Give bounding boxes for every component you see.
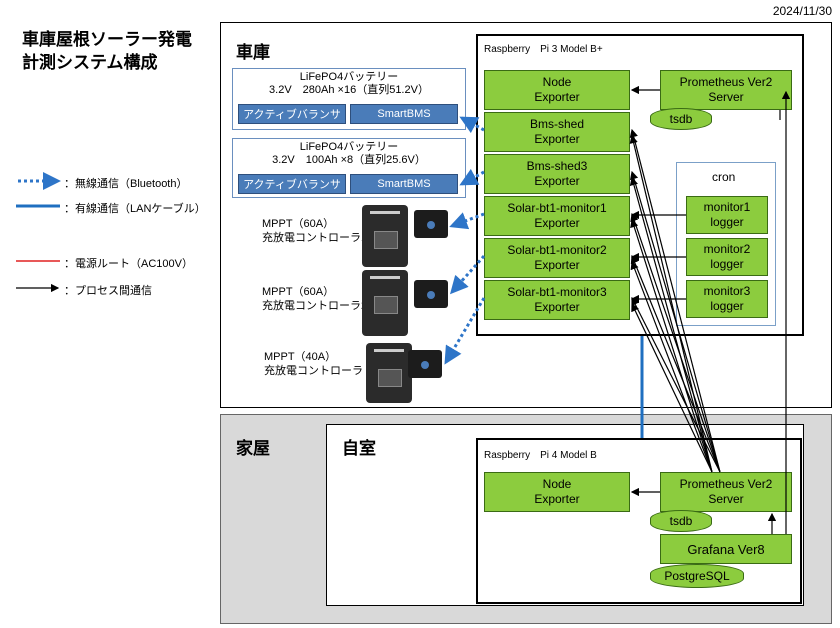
legend-power-label: ：電源ルート（AC100V）	[64, 258, 193, 270]
pi4-label: Raspberry Pi 4 Model B	[484, 450, 597, 461]
mppt-3-label: MPPT（40A） 充放電コントローラ	[264, 350, 363, 378]
title-line-2: 計測システム構成	[22, 53, 158, 72]
battery-1-spec: 3.2V 280Ah ×16（直列51.2V）	[269, 84, 429, 96]
bluetooth-module-1-image	[414, 210, 448, 238]
bluetooth-module-2-image	[414, 280, 448, 308]
mppt-2-label: MPPT（60A） 充放電コントローラ2	[262, 285, 367, 313]
cron-label: cron	[712, 170, 736, 184]
mppt-2-rating: MPPT（60A）	[262, 286, 335, 298]
process-link-scrape-solar2	[630, 254, 721, 473]
pi3-label: Raspberry Pi 3 Model B+	[484, 44, 603, 55]
room-label: 自室	[342, 439, 376, 458]
battery-2-type: LiFePO4バッテリー	[299, 141, 399, 153]
bluetooth-link-bms2	[459, 168, 485, 186]
legend-wired-label: ：有線通信（LANケーブル）	[64, 203, 206, 215]
bluetooth-link-mppt3	[444, 297, 486, 365]
process-link-scrape-solar2-b	[630, 260, 713, 473]
mppt-1-name: 充放電コントローラ1	[262, 232, 368, 244]
mppt-1-rating: MPPT（60A）	[262, 218, 335, 230]
battery-2-spec: 3.2V 100Ah ×8（直列25.6V）	[272, 154, 426, 166]
bluetooth-link-mppt1	[449, 212, 485, 230]
pi4-tsdb-database: tsdb	[650, 510, 712, 532]
grafana-server: Grafana Ver8	[660, 534, 792, 564]
cron-box	[676, 162, 776, 326]
battery-1-type: LiFePO4バッテリー	[299, 71, 399, 83]
mppt-1-label: MPPT（60A） 充放電コントローラ1	[262, 217, 367, 245]
postgresql-database: PostgreSQL	[650, 564, 744, 588]
raspberry-pi4-box	[476, 438, 802, 604]
legend-process-label: ：プロセス間通信	[64, 285, 152, 297]
bluetooth-link-mppt2	[450, 255, 486, 295]
smartbms-1: SmartBMS	[350, 104, 458, 124]
bluetooth-module-3-image	[408, 350, 442, 378]
mppt-3-name: 充放電コントローラ	[264, 365, 363, 377]
mppt-3-rating: MPPT（40A）	[264, 351, 337, 363]
active-balancer-2: アクティブバランサ	[238, 174, 346, 194]
house-label: 家屋	[236, 439, 270, 458]
page-title: 車庫屋根ソーラー発電 計測システム構成	[22, 28, 192, 74]
process-link-scrape-bms-b	[629, 134, 713, 473]
process-link-scrape-bms3-b	[629, 176, 713, 473]
process-link-scrape-solar1-b	[630, 218, 713, 473]
process-link-scrape-bms	[629, 128, 721, 473]
process-link-scrape-solar1	[630, 212, 721, 473]
date-label: 2024/11/30	[772, 4, 832, 18]
garage-label: 車庫	[236, 43, 270, 62]
mppt-controller-1-image	[362, 205, 408, 267]
mppt-controller-2-image	[362, 270, 408, 336]
pi3-tsdb-database: tsdb	[650, 108, 712, 130]
bluetooth-link-bms1	[459, 116, 485, 134]
active-balancer-1: アクティブバランサ	[238, 104, 346, 124]
mppt-controller-3-image	[366, 343, 412, 403]
smartbms-2: SmartBMS	[350, 174, 458, 194]
legend-wireless-label: ：無線通信（Bluetooth）	[64, 178, 188, 190]
process-link-scrape-solar3-b	[631, 302, 713, 473]
mppt-2-name: 充放電コントローラ2	[262, 300, 368, 312]
title-line-1: 車庫屋根ソーラー発電	[22, 30, 192, 49]
